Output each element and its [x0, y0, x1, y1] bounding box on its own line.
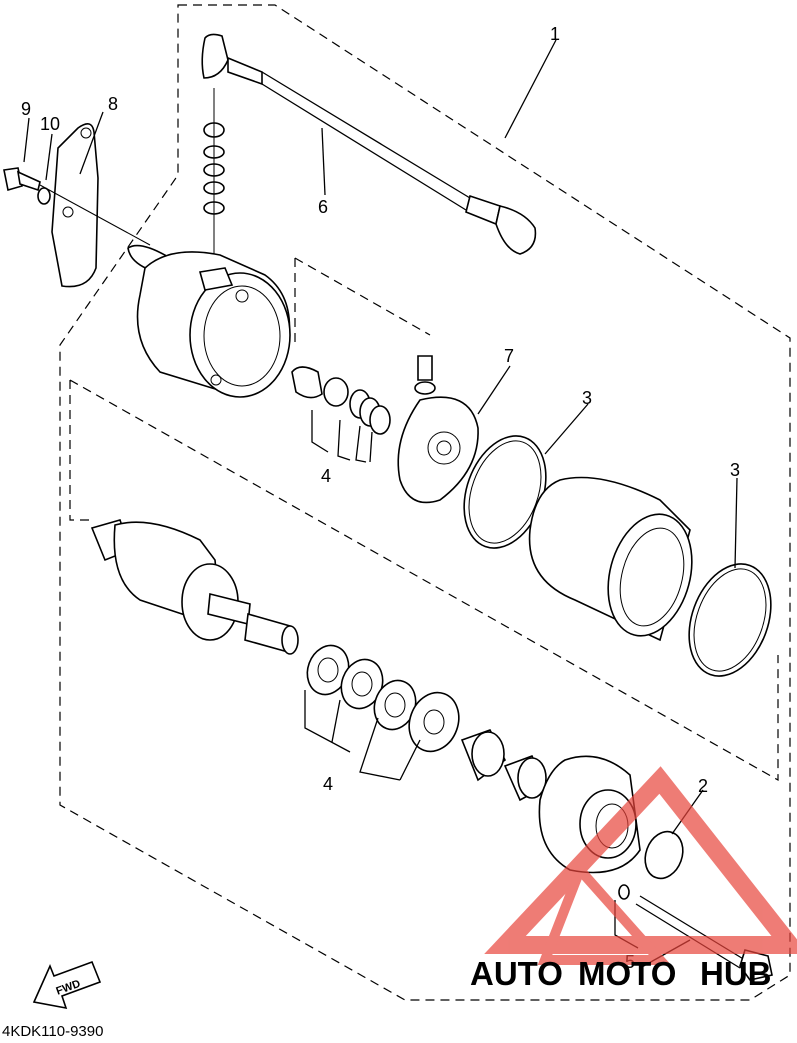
needle-bearing — [503, 754, 548, 802]
armature — [90, 519, 299, 655]
callout-3b: 3 — [730, 460, 740, 480]
nut-washer-stack — [203, 88, 225, 272]
bearing — [460, 729, 507, 782]
callout-6: 6 — [318, 197, 328, 217]
callout-3a: 3 — [582, 388, 592, 408]
callout-2: 2 — [698, 776, 708, 796]
brush-holder-parts — [291, 355, 436, 435]
watermark-logo — [484, 766, 797, 965]
callout-4b: 4 — [323, 774, 333, 794]
diagram-code: 4KDK110-9390 — [2, 1023, 103, 1038]
fwd-arrow: FWD — [32, 960, 102, 1010]
lock-washer — [37, 187, 51, 205]
brush-plate — [397, 396, 479, 504]
callout-8: 8 — [108, 94, 118, 114]
watermark-text-auto: AUTO — [470, 955, 563, 992]
watermark-text-moto: MOTO — [578, 955, 676, 992]
seal — [408, 691, 460, 753]
watermark-text-hub: HUB — [700, 955, 772, 992]
callout-4a: 4 — [321, 466, 331, 486]
rear-cover — [127, 244, 291, 398]
callout-10: 10 — [40, 114, 60, 134]
mounting-bolt — [3, 167, 41, 192]
motor-yoke — [528, 476, 693, 642]
lead-wire — [201, 33, 537, 255]
small-o-ring — [644, 830, 684, 880]
callout-7: 7 — [504, 346, 514, 366]
o-ring-rear — [688, 563, 772, 677]
brush-group-outline — [294, 257, 431, 345]
callout-9: 9 — [21, 99, 31, 119]
assembly-boundary — [59, 4, 791, 1001]
mounting-bracket — [51, 123, 99, 288]
callout-1: 1 — [550, 24, 560, 44]
armature-group-outline — [69, 379, 779, 782]
